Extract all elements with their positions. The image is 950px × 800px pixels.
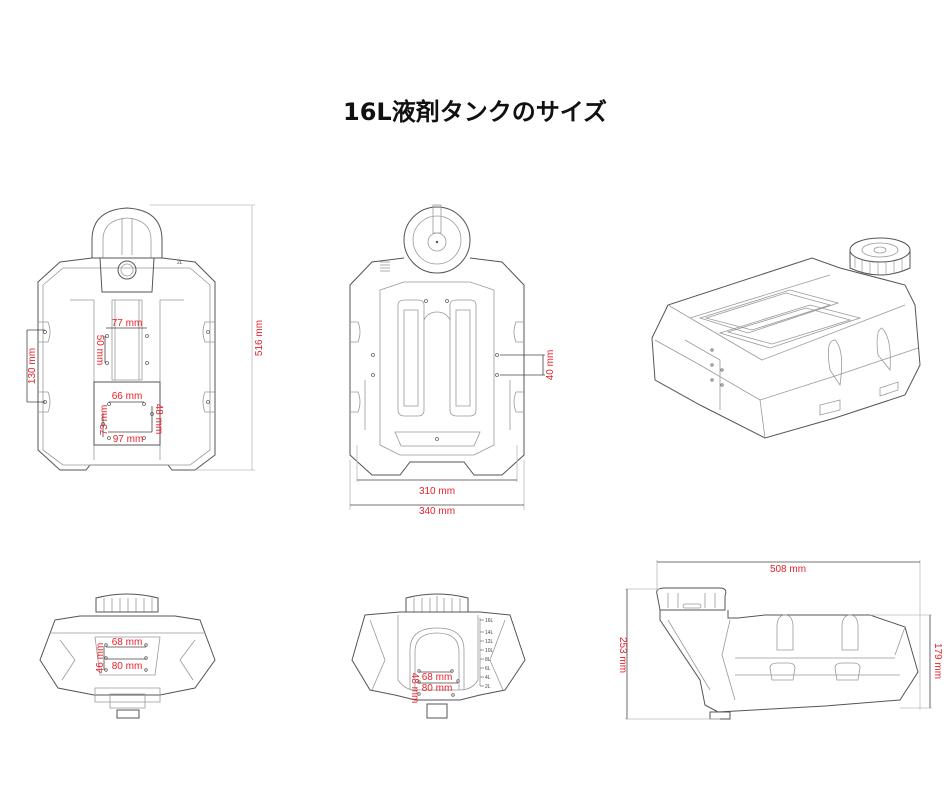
side-view: 508 mm 253 mm 179 mm [617, 560, 943, 720]
side-length-label: 508 mm [770, 564, 806, 575]
front-height-label: 46 mm [95, 643, 106, 674]
top-view: 516 mm 130 mm 77 mm 50 mm 66 mm 48 mm 73… [26, 204, 265, 471]
level-mark-10l: 10L [485, 648, 494, 654]
top-height-label: 516 mm [254, 320, 265, 356]
front-upper-width-label: 68 mm [112, 637, 143, 648]
rear-upper-width-label: 68 mm [422, 672, 453, 683]
top-plate-top-label: 66 mm [112, 391, 143, 402]
top-upper-height-label: 50 mm [94, 335, 105, 366]
level-mark-6l: 6L [485, 666, 491, 672]
level-mark-12l: 12L [485, 639, 494, 645]
front-lower-width-label: 80 mm [112, 661, 143, 672]
front-view: 68 mm 80 mm 46 mm [39, 593, 216, 719]
top-plate-bottom-label: 97 mm [113, 434, 144, 445]
level-mark-8l: 8L [485, 657, 491, 663]
top-upper-width-label: 77 mm [112, 318, 143, 329]
top-level-mark: 2L [177, 260, 183, 266]
top-plate-right-label: 48 mm [153, 404, 164, 435]
level-mark-4l: 4L [485, 675, 491, 681]
rear-view: 16L 14L 12L 10L 8L 6L 4L 2L 68 mm 80 mm … [351, 593, 526, 719]
page-title: 16L液剤タンクのサイズ [343, 98, 607, 126]
side-total-height-label: 253 mm [617, 637, 628, 673]
side-body-height-label: 179 mm [932, 643, 943, 679]
bottom-view: 310 mm 340 mm 40 mm [349, 204, 556, 517]
level-mark-2l: 2L [485, 684, 491, 690]
level-mark-16l: 16L [485, 618, 494, 624]
bottom-outer-width-label: 340 mm [419, 506, 455, 517]
level-mark-14l: 14L [485, 630, 494, 636]
top-mount-spacing-label: 130 mm [27, 348, 38, 384]
bottom-hole-spacing-label: 40 mm [545, 350, 556, 381]
rear-height-label: 48 mm [409, 673, 420, 704]
top-plate-left-label: 73 mm [99, 405, 110, 436]
rear-lower-width-label: 80 mm [422, 683, 453, 694]
bottom-inner-width-label: 310 mm [419, 486, 455, 497]
isometric-view [651, 237, 921, 439]
